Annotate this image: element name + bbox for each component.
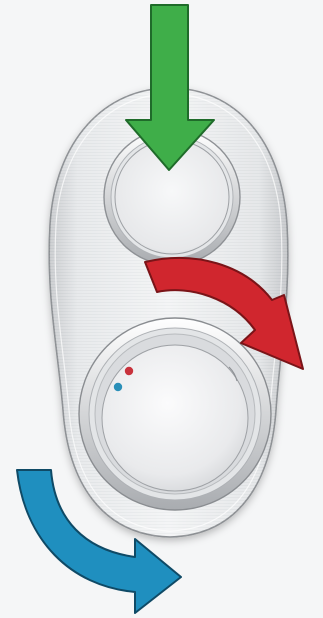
- cold-indicator-dot-icon: [114, 383, 122, 391]
- rotary-knob-icon[interactable]: [79, 318, 271, 510]
- hot-indicator-dot-icon: [125, 367, 133, 375]
